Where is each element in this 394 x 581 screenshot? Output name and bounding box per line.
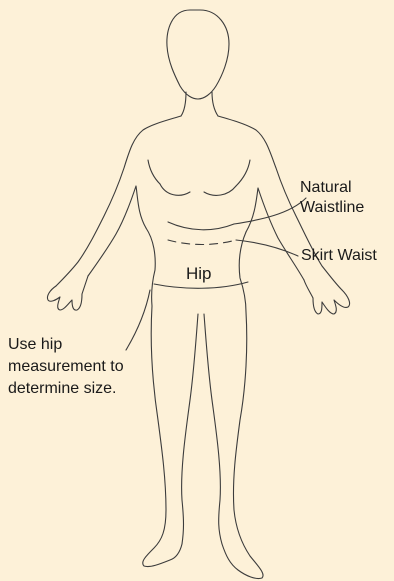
right-leg-outer [222,312,263,579]
use-hip-note-line-2: measurement to [8,356,124,378]
bust-left [160,184,190,195]
skirt-waist-leader [236,240,298,256]
use-hip-note-line-3: determine size. [8,378,124,400]
left-leg-inner [182,314,198,544]
natural-waistline [168,222,234,230]
left-torso-side [146,228,155,306]
hip-label: Hip [186,264,212,284]
right-hand [304,280,350,314]
use-hip-note: Use hip measurement to determine size. [8,334,124,400]
natural-waistline-label-line-2: Waistline [300,199,364,216]
chest-line-left [148,160,160,184]
bust-right [204,186,236,195]
head-outline [167,10,229,99]
natural-waistline-label: Natural Waistline [300,178,364,218]
right-torso-side [239,232,246,312]
neck-right [212,92,218,116]
left-leg-outer [143,306,182,567]
left-arm-outer [56,116,181,286]
hip-note-leader [126,290,150,350]
chest-line-right [236,160,250,186]
right-leg-inner [204,314,222,544]
skirt-waist-line [168,240,236,245]
left-hand [47,276,88,310]
right-arm-inner [246,188,304,280]
natural-waistline-label-line-1: Natural [300,179,352,196]
neck-left [181,92,186,116]
skirt-waist-label: Skirt Waist [301,246,377,266]
use-hip-note-line-1: Use hip [8,334,124,356]
